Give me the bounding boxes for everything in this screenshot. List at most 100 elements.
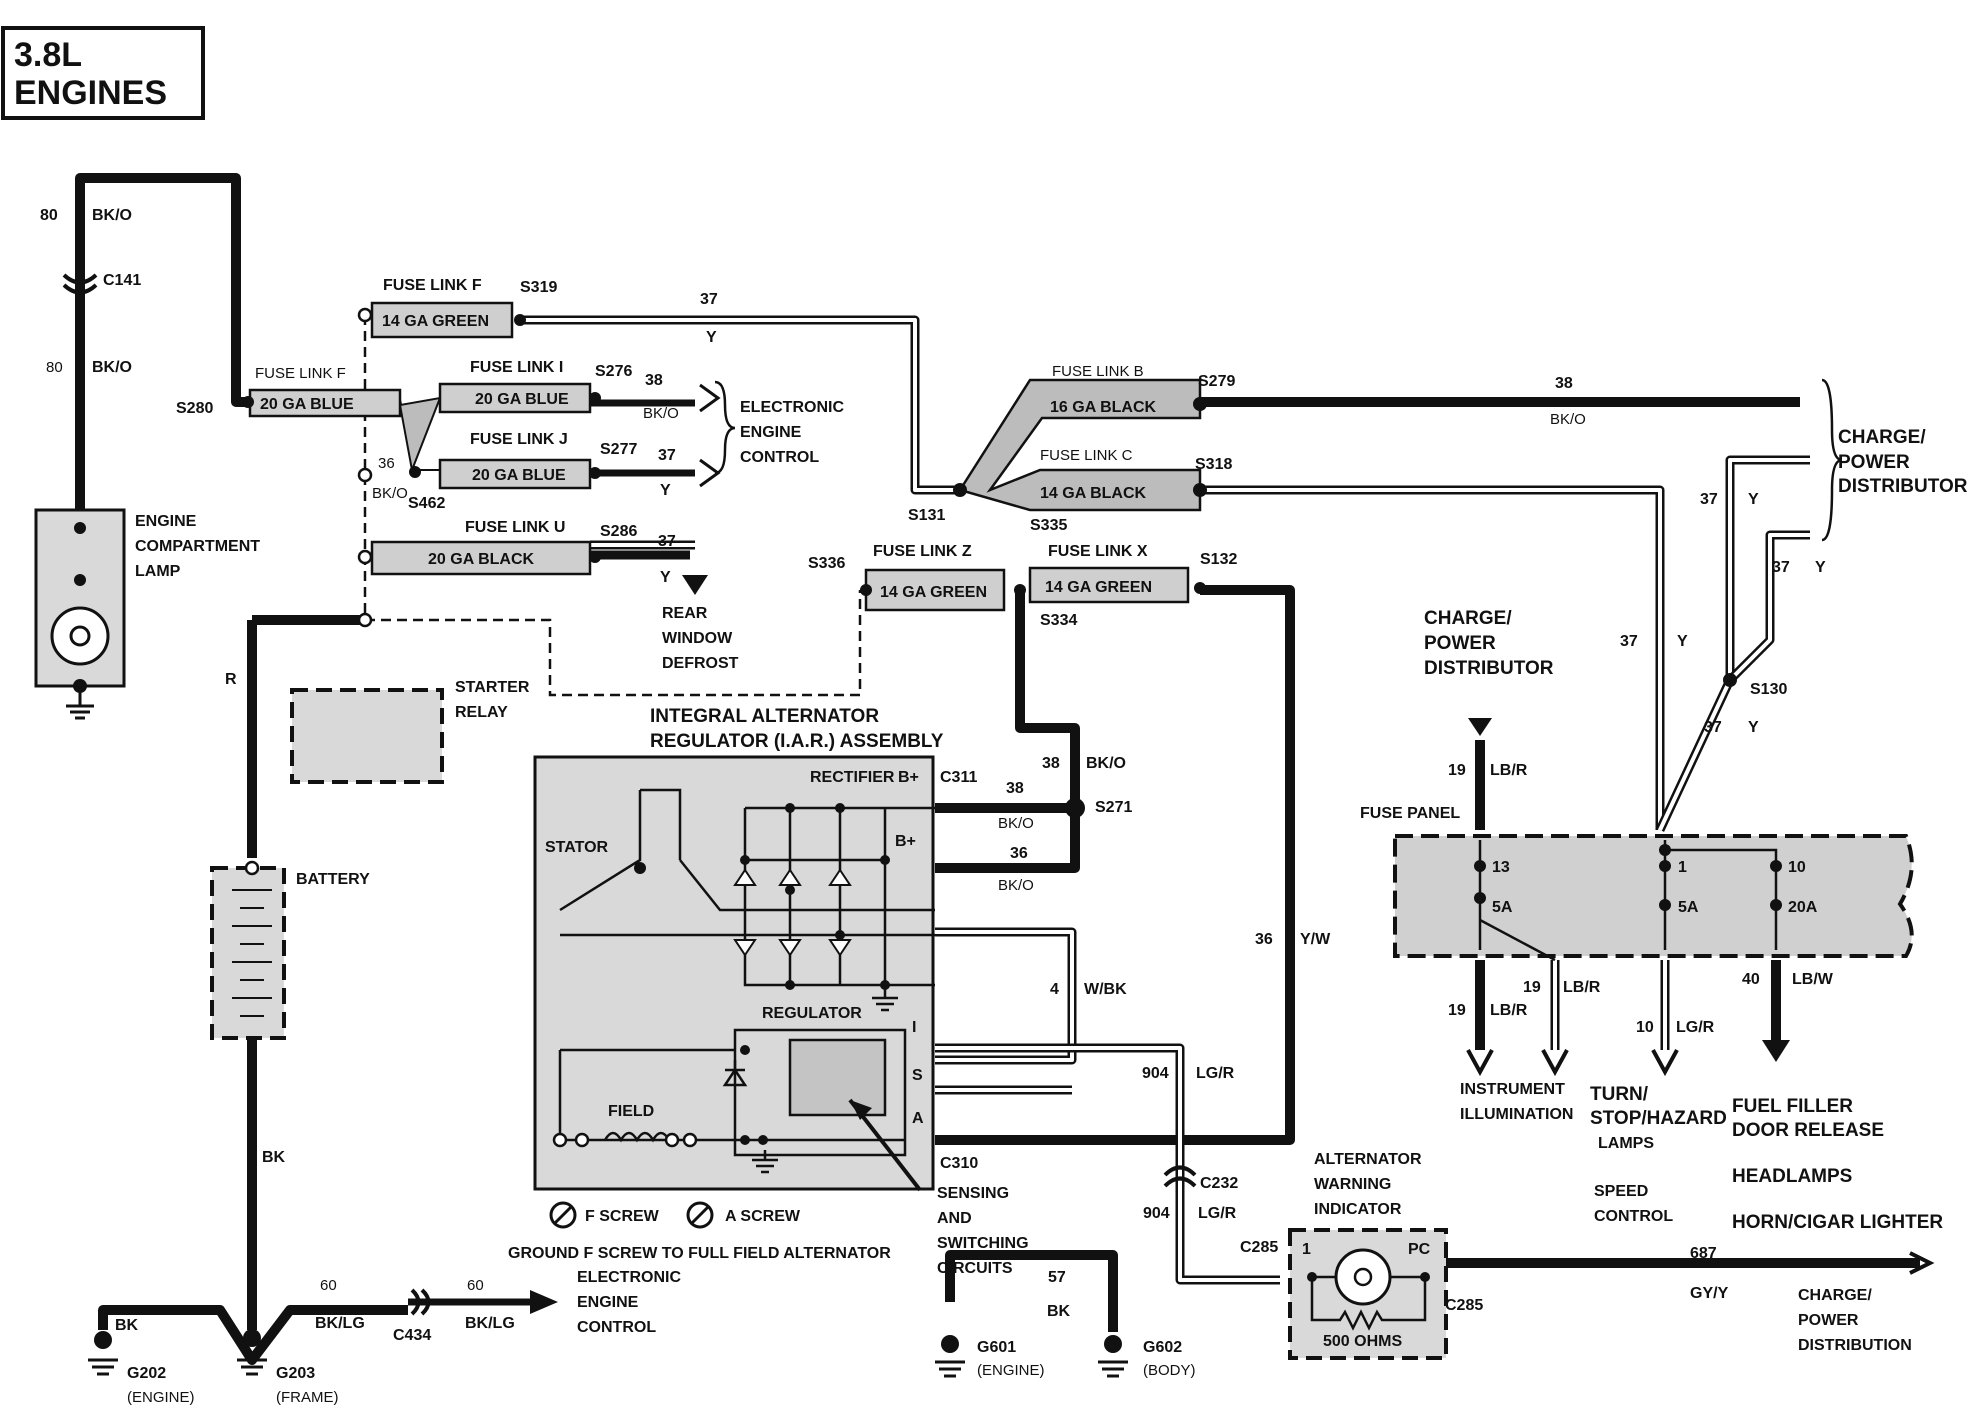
- title-line1: 3.8L: [14, 36, 82, 74]
- connector-c311: C311: [940, 769, 977, 786]
- wire-bk-batt-color: BK: [262, 1149, 286, 1166]
- ground-g601-loc: (ENGINE): [977, 1362, 1045, 1379]
- fuse-link-u-gauge: 20 GA BLACK: [428, 551, 535, 568]
- eec2-label-1: ELECTRONIC: [577, 1269, 681, 1286]
- ground-g202-id: G202: [127, 1365, 166, 1382]
- fuse-link-f-top-gauge: 14 GA GREEN: [382, 313, 489, 330]
- sensing-label-1: SENSING: [937, 1185, 1009, 1202]
- wire-37-r1-num: 37: [1700, 491, 1718, 508]
- wire-19c-num: 19: [1448, 1002, 1466, 1019]
- starter-relay: STARTER RELAY: [290, 679, 530, 784]
- fuse-link-z-name: FUSE LINK Z: [873, 543, 972, 560]
- fuse-link-u: FUSE LINK U S286 20 GA BLACK: [370, 519, 637, 576]
- horn-label: HORN/CIGAR LIGHTER: [1732, 1212, 1943, 1233]
- dashed-bus: [363, 315, 862, 697]
- wire-904b-color: LG/R: [1198, 1205, 1237, 1222]
- warning-label-2: WARNING: [1314, 1176, 1391, 1193]
- fuse-link-z-gauge: 14 GA GREEN: [880, 584, 987, 601]
- cpd-right-label-2: POWER: [1838, 452, 1910, 473]
- wire-37-r2-color: Y: [1815, 559, 1826, 576]
- cpd-mid-label-2: POWER: [1424, 633, 1496, 654]
- warning-label-1: ALTERNATOR: [1314, 1151, 1422, 1168]
- wire-38-b-color: BK/O: [1550, 411, 1586, 428]
- fuse-link-b-name: FUSE LINK B: [1052, 363, 1144, 380]
- wire-904b-num: 904: [1143, 1205, 1170, 1222]
- starter-label-2: RELAY: [455, 704, 508, 721]
- splice-s286: S286: [600, 523, 637, 540]
- wire-19a-color: LB/R: [1490, 762, 1528, 779]
- instr-label-2: ILLUMINATION: [1460, 1106, 1573, 1123]
- fuse-link-f-left-name: FUSE LINK F: [255, 365, 346, 382]
- fuse-panel: FUSE PANEL 13 5A 1 5A 10 20A: [1360, 718, 1914, 962]
- wire-38-b-num: 38: [1555, 375, 1573, 392]
- wire-60b-num: 60: [467, 1277, 484, 1294]
- wire-80b-color: BK/O: [92, 359, 132, 376]
- wire-4-color: W/BK: [1084, 981, 1127, 998]
- turn-label-2: STOP/HAZARD: [1590, 1108, 1727, 1129]
- warning-pin1: 1: [1302, 1241, 1311, 1258]
- splice-s336: S336: [808, 555, 845, 572]
- eec1-label-2: ENGINE: [740, 424, 802, 441]
- splice-s280: S280: [176, 400, 213, 417]
- stator-label: STATOR: [545, 839, 609, 856]
- fuse-link-f-left-gauge: 20 GA BLUE: [260, 396, 354, 413]
- engine-compartment-lamp: ENGINE COMPARTMENT LAMP: [34, 508, 260, 720]
- heavy-wires: [75, 173, 1920, 1365]
- eec1-label-1: ELECTRONIC: [740, 399, 844, 416]
- wire-687-color: GY/Y: [1690, 1285, 1729, 1302]
- connector-c232: C232: [1200, 1175, 1238, 1192]
- wire-36-splice-num: 36: [378, 455, 395, 472]
- wire-80a-color: BK/O: [92, 207, 132, 224]
- splice-s279: S279: [1198, 373, 1235, 390]
- wire-40-color: LB/W: [1792, 971, 1834, 988]
- wire-37-u-color: Y: [660, 569, 671, 586]
- wire-38-z-num: 38: [1042, 755, 1060, 772]
- starter-label-1: STARTER: [455, 679, 530, 696]
- ground-g203-id: G203: [276, 1365, 315, 1382]
- wire-19c-color: LB/R: [1490, 1002, 1528, 1019]
- title-box: 3.8L ENGINES: [1, 26, 205, 120]
- wire-r-color: R: [225, 671, 237, 688]
- iar-label-2: REGULATOR (I.A.R.) ASSEMBLY: [650, 731, 944, 752]
- fuse-link-j-name: FUSE LINK J: [470, 431, 568, 448]
- a-screw-label: A SCREW: [725, 1208, 801, 1225]
- wire-19a-num: 19: [1448, 762, 1466, 779]
- connector-c434: C434: [393, 1327, 431, 1344]
- splice-s334: S334: [1040, 612, 1077, 629]
- wire-36-b-color: BK/O: [998, 877, 1034, 894]
- wire-57-num: 57: [1048, 1269, 1066, 1286]
- cpd-right-label-3: DISTRIBUTOR: [1838, 476, 1968, 497]
- splice-s335: S335: [1030, 517, 1067, 534]
- fuse-link-j: FUSE LINK J S277 20 GA BLUE: [438, 431, 637, 490]
- cpd-bottom-label-1: CHARGE/: [1798, 1287, 1872, 1304]
- fuse-panel-label: FUSE PANEL: [1360, 805, 1460, 822]
- fuse-link-c: FUSE LINK C S318 14 GA BLACK: [1040, 447, 1232, 502]
- sensing-label-3: SWITCHING: [937, 1235, 1029, 1252]
- fuse-5a-right: 5A: [1678, 899, 1699, 916]
- wire-37-u-num: 37: [658, 533, 676, 550]
- splice-labels: S462 S131 S335 S334 S271 S130: [408, 495, 1787, 816]
- fuse-link-c-name: FUSE LINK C: [1040, 447, 1133, 464]
- fuse-link-x: FUSE LINK X S132 14 GA GREEN: [1028, 543, 1237, 604]
- cpd-mid-label-3: DISTRIBUTOR: [1424, 658, 1554, 679]
- fuse-link-b: FUSE LINK B S279 16 GA BLACK: [1050, 363, 1235, 416]
- field-label: FIELD: [608, 1103, 654, 1120]
- sensing-label-2: AND: [937, 1210, 972, 1227]
- ground-g203-icon: [237, 1329, 267, 1376]
- battery: BATTERY: [210, 860, 370, 1040]
- f-screw-icon: [549, 1201, 577, 1229]
- screws: F SCREW A SCREW GROUND F SCREW TO FULL F…: [508, 1201, 891, 1262]
- wire-40-num: 40: [1742, 971, 1760, 988]
- wire-37-r4-color: Y: [1748, 719, 1759, 736]
- wire-36-yw-color: Y/W: [1300, 931, 1331, 948]
- fuse-link-z: FUSE LINK Z S336 14 GA GREEN: [808, 543, 1006, 612]
- fuse-link-i: FUSE LINK I S276 20 GA BLUE: [438, 359, 632, 414]
- wire-38-c311-color: BK/O: [998, 815, 1034, 832]
- iar-label-1: INTEGRAL ALTERNATOR: [650, 706, 879, 727]
- ground-g203-loc: (FRAME): [276, 1389, 339, 1406]
- grounds: G202 (ENGINE) G203 (FRAME) G601 (ENGINE)…: [88, 985, 1196, 1406]
- fuel-label-2: DOOR RELEASE: [1732, 1120, 1884, 1141]
- fuse-link-area: [248, 378, 1202, 512]
- term-i: I: [912, 1019, 916, 1036]
